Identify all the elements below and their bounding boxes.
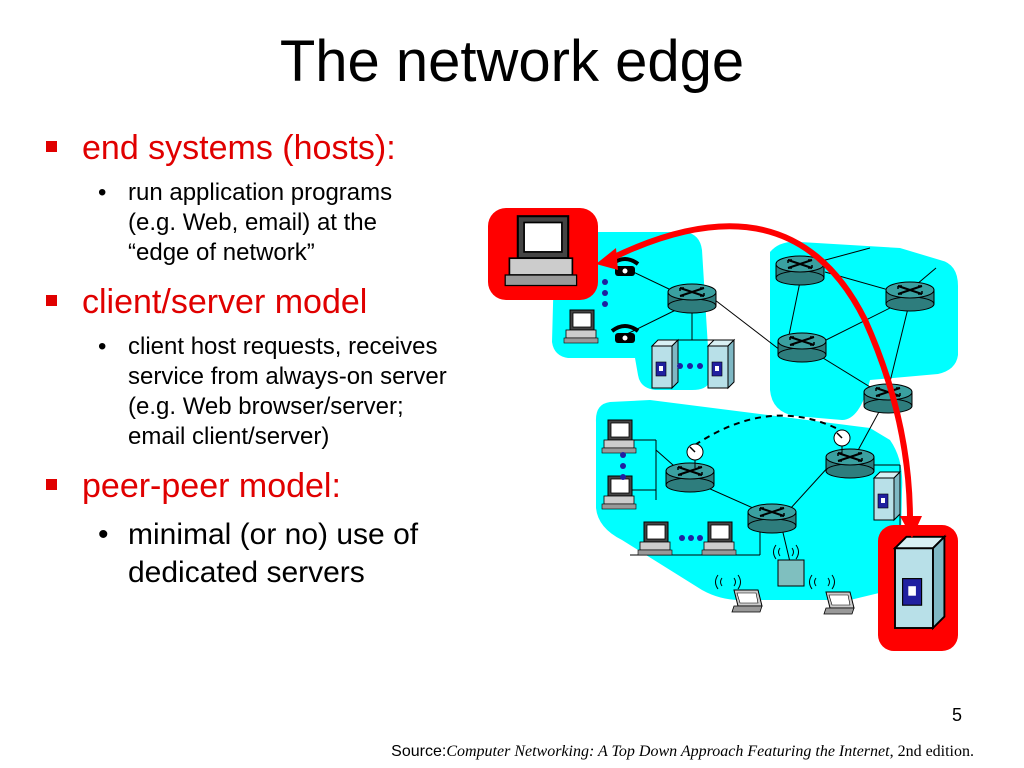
institutional-network-region: [595, 400, 903, 600]
sub-bullet: • run application programs (e.g. Web, em…: [42, 178, 522, 268]
page-number: 5: [951, 705, 962, 725]
router-icon: [667, 283, 717, 314]
sub-bullet-line: (e.g. Web browser/server;: [128, 393, 404, 420]
bullet-list: end systems (hosts): • run application p…: [42, 128, 522, 592]
sub-bullet-line: email client/server): [128, 423, 330, 450]
source-edition: , 2nd edition.: [889, 743, 974, 760]
sub-bullet-line: minimal (or no) use of: [128, 518, 419, 551]
source-book-title: Computer Networking: A Top Down Approach…: [446, 743, 890, 760]
continuation-dots: [677, 363, 703, 369]
server-icon: [873, 471, 901, 521]
arrowhead-icon: [900, 516, 922, 538]
sub-bullet-line: client host requests, receives: [128, 333, 438, 360]
router-icon: [777, 332, 827, 363]
sub-bullet-line: run application programs: [128, 179, 393, 206]
round-bullet-icon: •: [98, 518, 109, 551]
continuation-dots: [679, 535, 703, 541]
server-icon: [707, 339, 735, 389]
laptop-icon: [731, 589, 763, 613]
round-bullet-icon: •: [98, 179, 107, 206]
bullet-heading: client/server model: [82, 283, 368, 321]
bullet-end-systems: end systems (hosts):: [42, 128, 522, 168]
sub-bullet-line: service from always-on server: [128, 363, 447, 390]
router-icon: [665, 462, 715, 493]
router-icon: [747, 503, 797, 534]
sub-bullet: • client host requests, receives service…: [42, 332, 522, 452]
wireless-base-station-icon: [777, 559, 805, 587]
source-prefix: Source:: [391, 743, 447, 760]
continuation-dots: [602, 279, 608, 307]
bullet-client-server: client/server model: [42, 282, 522, 322]
square-bullet-icon: [46, 295, 57, 306]
sub-bullet-line: “edge of network”: [128, 239, 315, 266]
square-bullet-icon: [46, 479, 57, 490]
round-bullet-icon: •: [98, 333, 107, 360]
router-icon: [825, 448, 875, 479]
sub-bullet-line: (e.g. Web, email) at the: [128, 209, 377, 236]
satellite-link: [694, 414, 841, 446]
arrowhead-icon: [596, 248, 618, 270]
laptop-icon: [823, 591, 855, 615]
sub-bullet: • minimal (or no) use of dedicated serve…: [42, 516, 522, 592]
bullet-heading: end systems (hosts):: [82, 129, 396, 167]
slide-title: The network edge: [279, 29, 745, 94]
bullet-heading: peer-peer model:: [82, 467, 341, 505]
network-edge-diagram: [488, 208, 958, 651]
router-icon: [885, 281, 935, 312]
sub-bullet-line: dedicated servers: [128, 556, 365, 589]
client-server-arrow: [606, 223, 913, 521]
square-bullet-icon: [46, 141, 57, 152]
server-icon: [894, 535, 946, 629]
server-icon: [651, 339, 679, 389]
continuation-dots: [620, 452, 626, 480]
source-citation: Source:Computer Networking: A Top Down A…: [391, 743, 974, 761]
bullet-peer-peer: peer-peer model:: [42, 466, 522, 506]
